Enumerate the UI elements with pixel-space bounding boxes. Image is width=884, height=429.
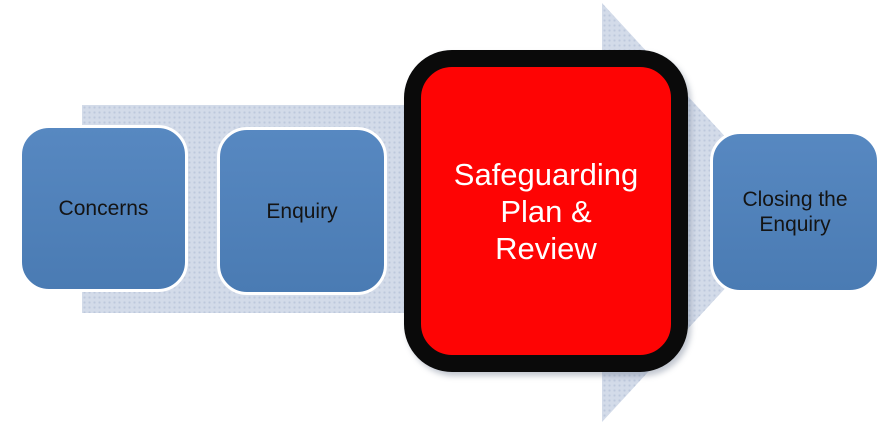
step-label-line: Enquiry (759, 213, 831, 236)
step-box-safeguarding-plan-review: Safeguarding Plan & Review (404, 50, 688, 372)
step-label-line: Plan & (500, 193, 592, 229)
step-label-line: Safeguarding (453, 156, 639, 192)
step-label-line: Closing the (742, 188, 848, 211)
step-box-concerns: Concerns (19, 125, 188, 292)
step-label-line: Review (495, 230, 597, 266)
step-label: Enquiry (266, 199, 338, 223)
step-box-closing-the-enquiry: Closing the Enquiry (710, 131, 880, 293)
step-box-enquiry: Enquiry (217, 127, 387, 295)
step-label: Concerns (58, 197, 149, 220)
